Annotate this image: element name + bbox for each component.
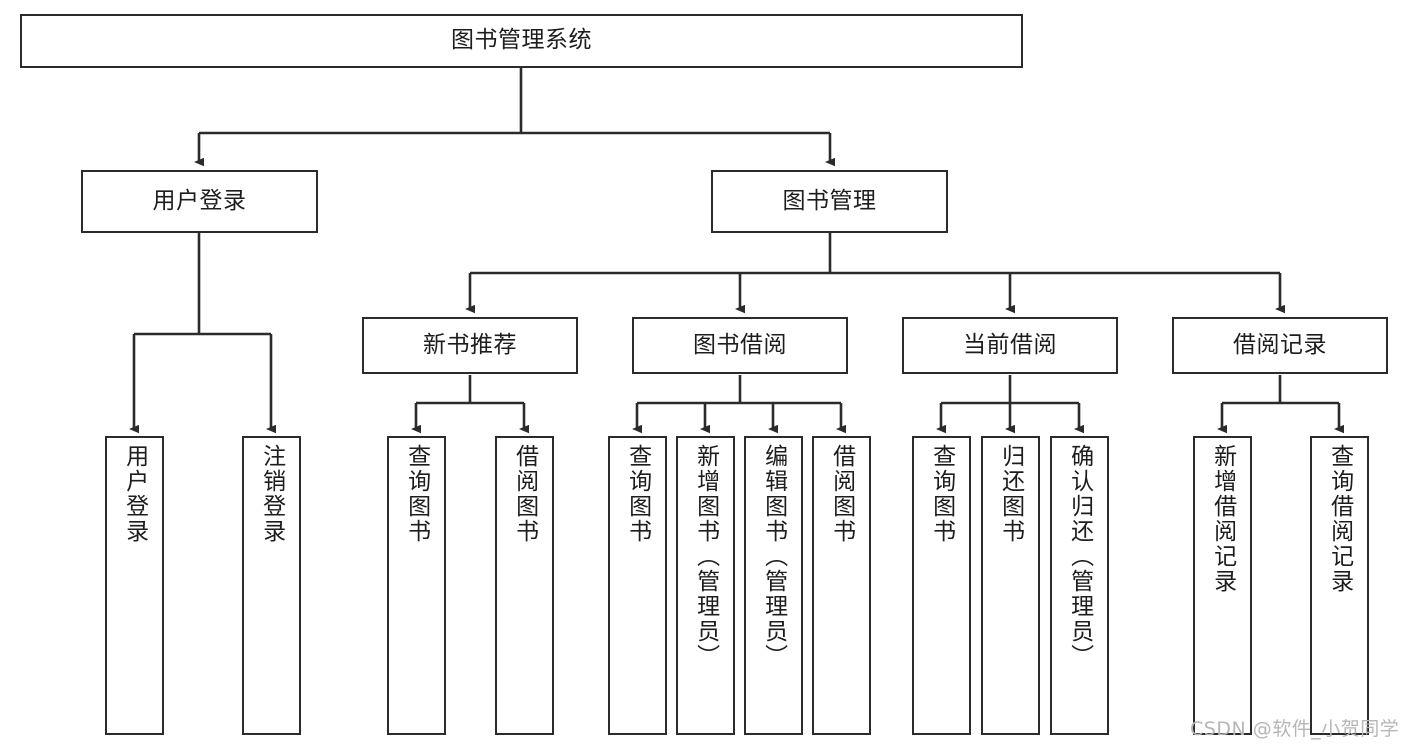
node-label: 新增图书（管理员） [692, 444, 719, 669]
leaf-user-login-login[interactable]: 用户登录 [105, 436, 164, 735]
leaf-current-borrow-confirm-return[interactable]: 确认归还（管理员） [1050, 436, 1109, 735]
node-book-management[interactable]: 图书管理 [711, 170, 948, 233]
node-label: 图书管理系统 [451, 27, 592, 54]
node-label: 编辑图书（管理员） [760, 444, 787, 669]
leaf-new-book-query[interactable]: 查询图书 [387, 436, 446, 735]
leaf-new-book-borrow[interactable]: 借阅图书 [495, 436, 554, 735]
node-root-book-management-system[interactable]: 图书管理系统 [20, 14, 1023, 68]
node-new-book-recommend[interactable]: 新书推荐 [362, 317, 578, 374]
node-label: 注销登录 [258, 444, 285, 544]
leaf-current-borrow-query[interactable]: 查询图书 [912, 436, 971, 735]
node-label: 查询图书 [403, 444, 430, 544]
leaf-borrow-record-add[interactable]: 新增借阅记录 [1193, 436, 1252, 735]
node-user-login[interactable]: 用户登录 [81, 170, 318, 233]
leaf-book-borrow-borrow[interactable]: 借阅图书 [812, 436, 871, 735]
node-label: 借阅图书 [828, 444, 855, 544]
node-label: 用户登录 [152, 187, 247, 214]
node-label: 查询图书 [624, 444, 651, 544]
leaf-book-borrow-query[interactable]: 查询图书 [608, 436, 667, 735]
node-label: 借阅图书 [511, 444, 538, 544]
node-label: 归还图书 [997, 444, 1024, 544]
node-label: 图书管理 [782, 187, 877, 214]
leaf-borrow-record-query[interactable]: 查询借阅记录 [1310, 436, 1369, 735]
node-label: 借阅记录 [1233, 331, 1327, 358]
leaf-book-borrow-add[interactable]: 新增图书（管理员） [676, 436, 735, 735]
node-label: 新书推荐 [423, 331, 517, 358]
watermark-text: CSDN @软件_小贺同学 [1190, 718, 1400, 740]
node-label: 查询借阅记录 [1326, 444, 1353, 594]
node-label: 查询图书 [928, 444, 955, 544]
node-book-borrow[interactable]: 图书借阅 [632, 317, 848, 374]
node-borrow-record[interactable]: 借阅记录 [1172, 317, 1388, 374]
leaf-book-borrow-edit[interactable]: 编辑图书（管理员） [744, 436, 803, 735]
node-label: 用户登录 [121, 444, 148, 544]
node-label: 当前借阅 [963, 331, 1057, 358]
node-label: 新增借阅记录 [1209, 444, 1236, 594]
node-label: 图书借阅 [693, 331, 787, 358]
node-current-borrow[interactable]: 当前借阅 [902, 317, 1118, 374]
leaf-user-login-logout[interactable]: 注销登录 [242, 436, 301, 735]
node-label: 确认归还（管理员） [1066, 444, 1093, 669]
leaf-current-borrow-return[interactable]: 归还图书 [981, 436, 1040, 735]
